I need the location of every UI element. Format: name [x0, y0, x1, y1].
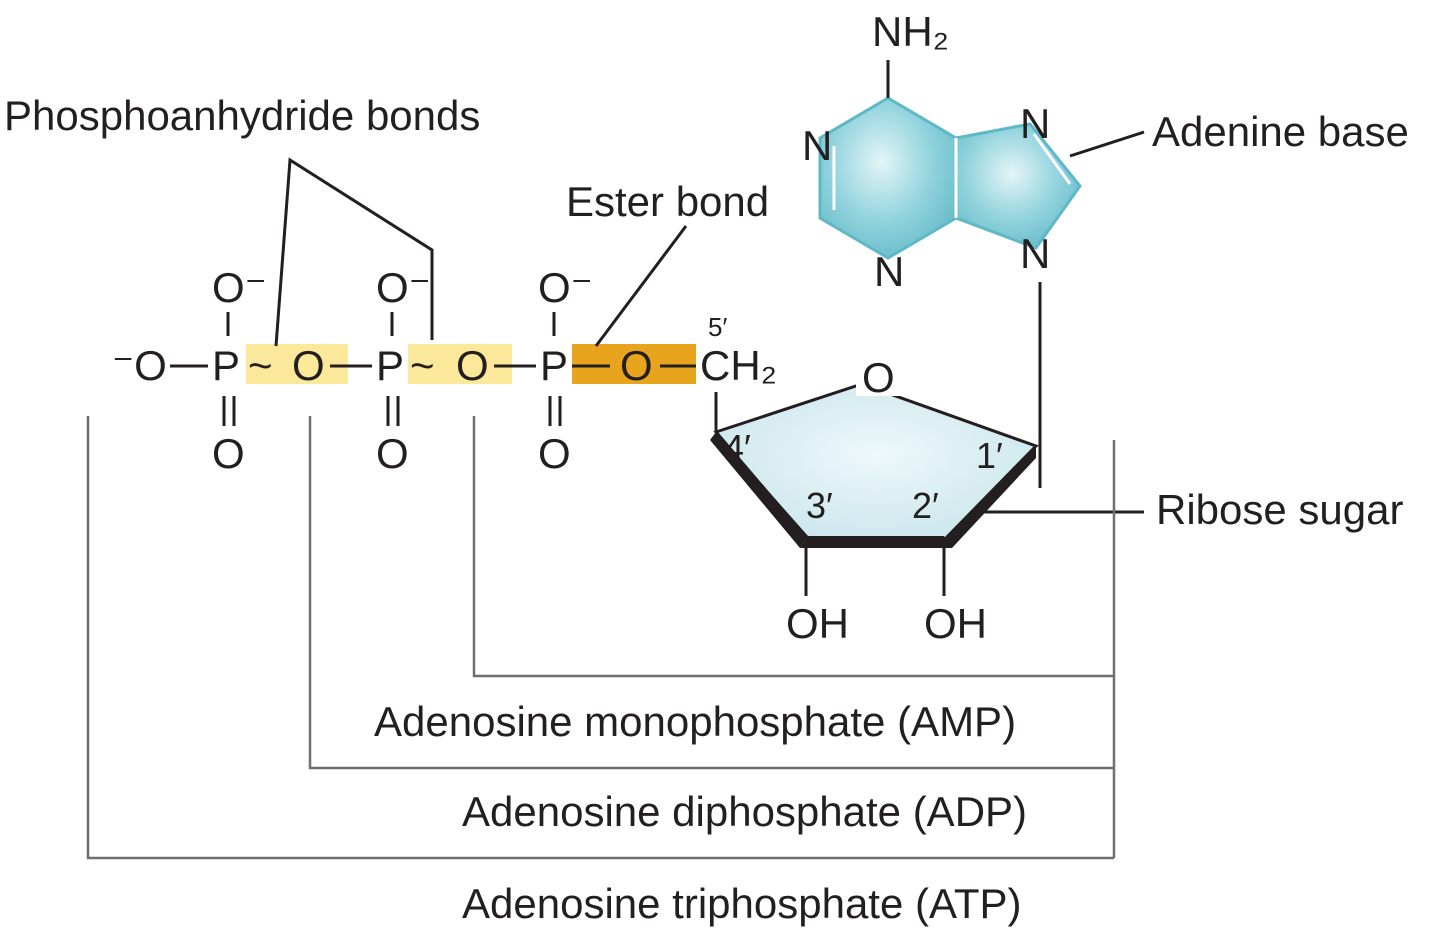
position-5-prime: 5′ — [708, 312, 727, 342]
phosphate-2-o-minus: O⁻ — [376, 264, 431, 311]
phosphorus-2: P — [376, 342, 404, 389]
oxygen-ester: O — [620, 342, 653, 389]
c2-hydroxyl: OH — [924, 600, 987, 647]
adenine-nh2: NH₂ — [872, 8, 949, 55]
oxygen-bridge-1: O — [292, 342, 325, 389]
adp-bracket — [308, 416, 1114, 770]
phosphoanhydride-highlight-1 — [246, 344, 348, 384]
phosphoanhydride-label: Phosphoanhydride bonds — [4, 92, 480, 139]
atp-label: Adenosine triphosphate (ATP) — [462, 880, 1022, 927]
adenine-leader — [1069, 130, 1145, 158]
ester-bond-leader — [594, 225, 688, 347]
ring-oxygen: O — [862, 354, 895, 401]
amp-bracket — [472, 416, 1114, 678]
atp-bracket — [86, 416, 1114, 860]
position-1-prime: 1′ — [976, 435, 1003, 476]
ring-oxygen-mask — [856, 356, 904, 396]
position-4-prime: 4′ — [724, 427, 751, 468]
ribose-sugar-label: Ribose sugar — [1156, 486, 1403, 533]
adenine-n1: N — [802, 122, 832, 169]
position-3-prime: 3′ — [806, 485, 833, 526]
ch2-group: CH₂ — [700, 342, 777, 389]
phosphoanhydride-highlight-2 — [408, 344, 512, 384]
phosphate-1-oxo: O — [212, 430, 245, 477]
c3-hydroxyl: OH — [786, 600, 849, 647]
adenine-n9: N — [1020, 230, 1050, 277]
tilde-2: ~ — [410, 342, 435, 389]
adp-label: Adenosine diphosphate (ADP) — [462, 788, 1027, 835]
ester-bond-highlight — [572, 344, 696, 384]
position-2-prime: 2′ — [912, 485, 939, 526]
phosphate-3-o-minus: O⁻ — [538, 264, 593, 311]
amp-label: Adenosine monophosphate (AMP) — [374, 698, 1016, 745]
phosphorus-3: P — [540, 342, 568, 389]
adenine-ring — [818, 96, 1082, 260]
adenine-base-label: Adenine base — [1152, 108, 1409, 155]
ribose-ring — [710, 382, 1039, 548]
phosphate-3-oxo: O — [538, 430, 571, 477]
phosphate-1-o-minus: O⁻ — [212, 264, 267, 311]
oxygen-bridge-2: O — [456, 342, 489, 389]
adenine-n3: N — [874, 248, 904, 295]
terminal-o-minus: ⁻O — [112, 342, 167, 389]
phosphate-2-oxo: O — [376, 430, 409, 477]
adenine-n7: N — [1020, 100, 1050, 147]
phosphoanhydride-leader — [274, 157, 434, 347]
tilde-1: ~ — [248, 342, 273, 389]
phosphorus-1: P — [212, 342, 240, 389]
ester-bond-label: Ester bond — [566, 178, 769, 225]
